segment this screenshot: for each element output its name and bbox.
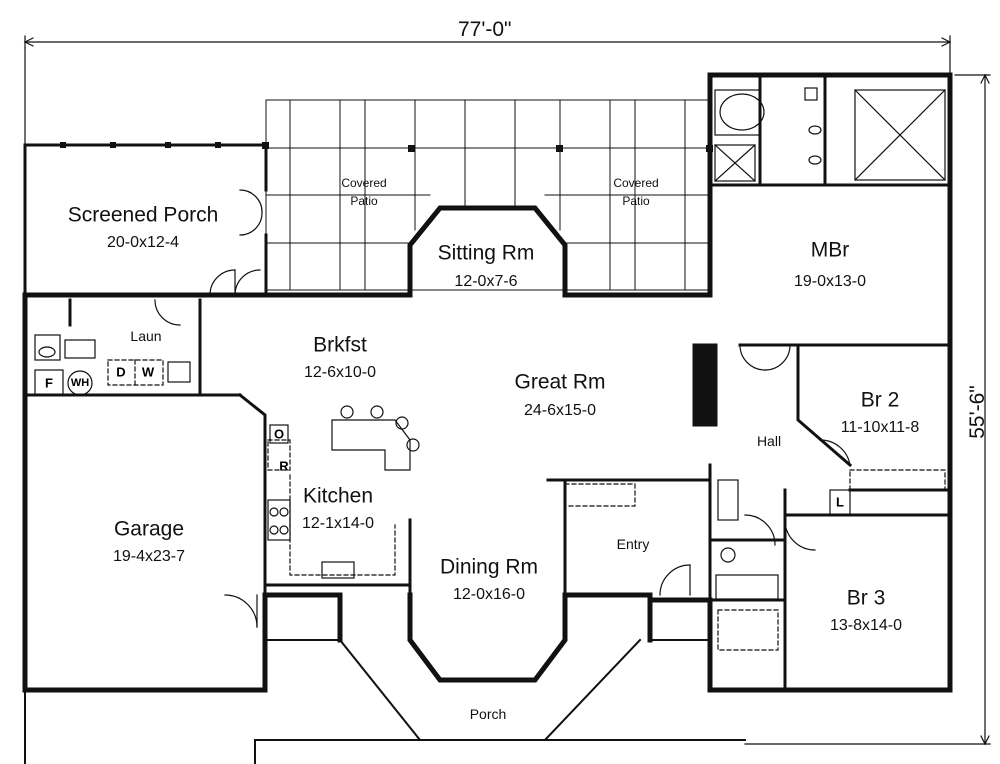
bedroom-3-label: Br 3 [846,586,886,610]
covered-patio-left-label: Covered [341,176,387,190]
kitchen-size: 12-1x14-0 [301,515,375,532]
entry-label: Entry [616,536,650,552]
hall-label: Hall [756,433,782,449]
front-porch [24,638,746,764]
covered-patio-left-label-2: Patio [350,194,378,208]
screened-porch-size: 20-0x12-4 [106,234,180,251]
bedroom-3-size: 13-8x14-0 [829,617,903,634]
oven-label: O [273,426,285,442]
covered-patio-right-label: Covered [613,176,659,190]
laundry-label: Laun [130,328,162,344]
breakfast-size: 12-6x10-0 [303,364,377,381]
great-room-label: Great Rm [514,370,606,394]
kitchen-label: Kitchen [302,484,374,508]
door-swings [154,189,851,628]
screened-porch-label: Screened Porch [67,203,219,227]
garage-size: 19-4x23-7 [112,548,186,565]
covered-patio-right-label-2: Patio [622,194,650,208]
bedroom-2-label: Br 2 [860,388,900,412]
water-heater-label: WH [70,377,90,389]
bedroom-2-size: 11-10x11-8 [840,419,920,436]
sitting-room-size: 12-0x7-6 [454,273,518,290]
linen-closet-label: L [836,494,844,510]
refrigerator-label: R [279,458,289,474]
great-room-size: 24-6x15-0 [523,402,597,419]
overall-width-dimension: 77'-0" [458,18,512,41]
fixtures [34,87,946,651]
overall-depth-dimension: 55'-6" [966,385,989,439]
porch-label: Porch [469,706,507,722]
sitting-room-label: Sitting Rm [437,241,535,265]
washer-label: W [141,364,155,380]
garage-label: Garage [113,517,185,541]
dryer-label: D [116,364,126,380]
dining-room-label: Dining Rm [439,555,539,579]
furnace-label: F [45,375,53,391]
master-bedroom-label: MBr [810,238,850,262]
dining-room-size: 12-0x16-0 [452,586,526,603]
breakfast-label: Brkfst [313,333,367,357]
master-bedroom-size: 19-0x13-0 [793,273,867,290]
